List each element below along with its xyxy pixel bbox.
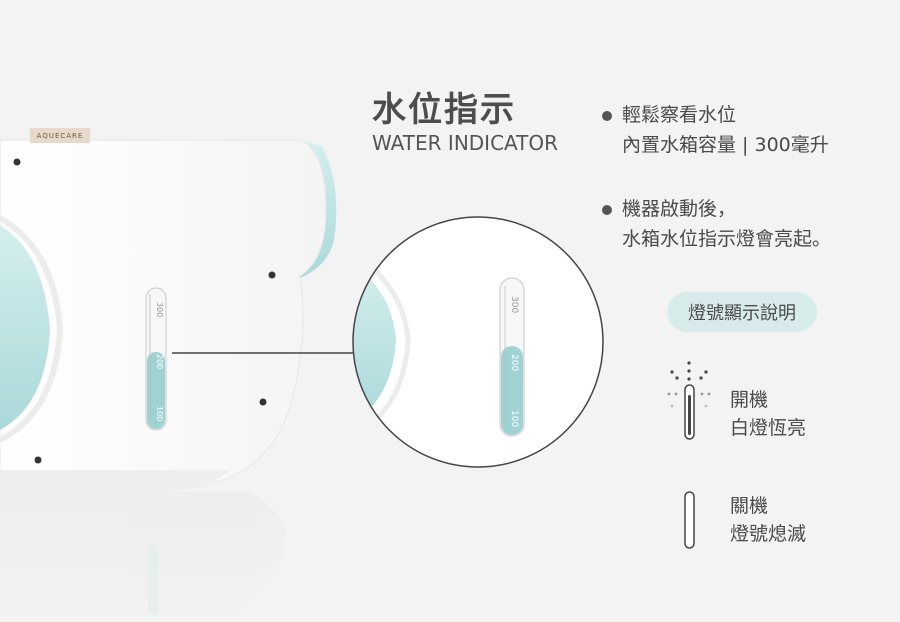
legend-off-line-2: 燈號熄滅 — [730, 523, 807, 545]
zoom-magnifier: 300 200 100 — [352, 216, 604, 468]
device-reflection — [0, 492, 286, 622]
legend-title-badge: 燈號顯示說明 — [667, 292, 817, 332]
feature-1-line-2: 內置水箱容量 | 300毫升 — [622, 134, 829, 156]
brand-logo: AQUECARE — [30, 128, 90, 143]
device-water-gauge: 300 200 100 — [145, 287, 167, 431]
legend-off-line-1: 關機 — [730, 495, 769, 517]
brand-logo-text: AQUECARE — [36, 131, 84, 140]
indicator-off-icon — [684, 491, 695, 549]
screw — [34, 456, 42, 464]
bullet-dot — [602, 111, 612, 121]
gauge-mark-200: 200 — [155, 354, 164, 369]
gauge-mark-300: 300 — [155, 302, 164, 317]
screw — [268, 271, 276, 279]
screw — [13, 158, 21, 166]
feature-1-line-1: 輕鬆察看水位 — [622, 104, 737, 126]
legend-title: 燈號顯示說明 — [688, 303, 796, 324]
screw — [259, 398, 267, 406]
legend-on-line-2: 白燈恆亮 — [730, 417, 807, 439]
gauge-mark-100: 100 — [155, 406, 164, 421]
feature-2-line-1: 機器啟動後， — [622, 198, 737, 220]
zoom-gauge-mark-100: 100 — [509, 410, 519, 427]
zoom-gauge-mark-300: 300 — [509, 296, 519, 313]
section-title: 水位指示 — [372, 90, 516, 130]
device-side-disc — [0, 225, 50, 430]
bullet-dot — [602, 205, 612, 215]
legend-on-line-1: 開機 — [730, 389, 769, 411]
section-subtitle: WATER INDICATOR — [372, 131, 559, 155]
feature-2-line-2: 水箱水位指示燈會亮起。 — [622, 228, 832, 250]
zoom-gauge-mark-200: 200 — [509, 354, 519, 371]
indicator-on-icon — [667, 361, 711, 440]
